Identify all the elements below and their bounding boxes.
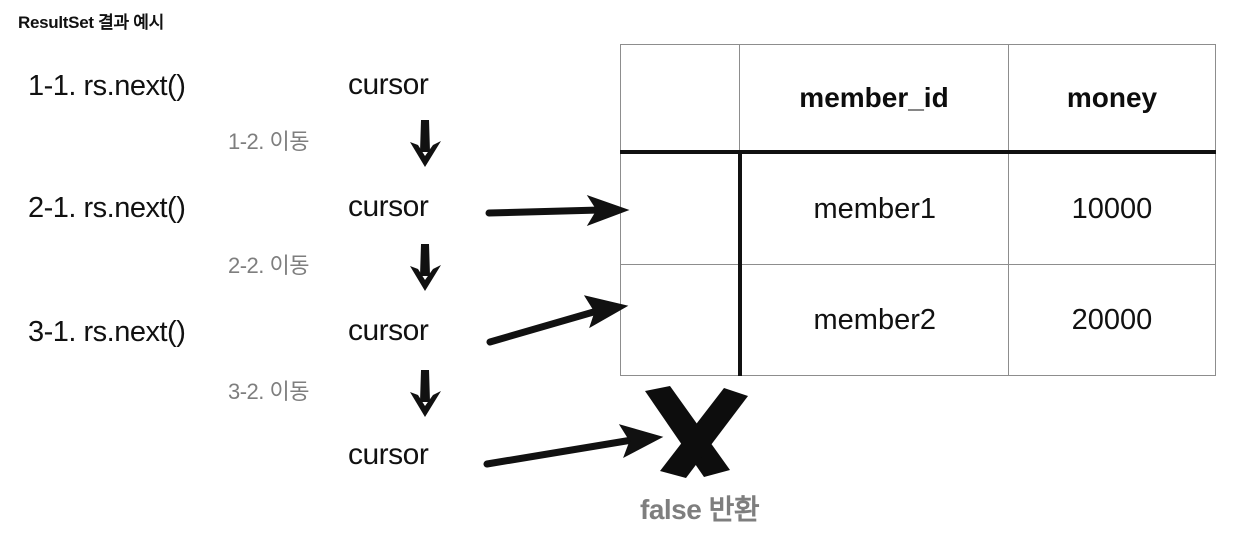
table-cell-member-id: member2: [739, 264, 1009, 376]
cursor-label-4: cursor: [348, 438, 429, 471]
x-mark-icon: [645, 386, 748, 478]
table-cell-money: 10000: [1008, 151, 1216, 265]
table-cell-cursor-slot: [620, 264, 742, 376]
down-arrow-icon-2: [410, 244, 441, 291]
step-label-2-1: 2-1. rs.next(): [28, 192, 186, 224]
step-label-1-1: 1-1. rs.next(): [28, 70, 186, 102]
table-header-row: member_id money: [620, 44, 1216, 154]
cursor-label-1: cursor: [348, 68, 429, 101]
table-row: member1 10000: [620, 151, 1216, 265]
table-header-member-id: member_id: [739, 44, 1009, 154]
move-label-2-2: 2-2. 이동: [228, 253, 310, 278]
down-arrow-icon-3: [410, 370, 441, 417]
table-cell-money: 20000: [1008, 264, 1216, 376]
cursor-label-3: cursor: [348, 314, 429, 347]
move-label-3-2: 3-2. 이동: [228, 379, 310, 404]
false-return-caption: false 반환: [640, 494, 760, 525]
flow-arrow-to-row-1: [485, 195, 630, 226]
step-label-3-1: 3-1. rs.next(): [28, 316, 186, 348]
table-cell-member-id: member1: [739, 151, 1009, 265]
table-cell-cursor-slot: [620, 151, 742, 265]
table-header-cursor-col: [620, 44, 740, 154]
page-title: ResultSet 결과 예시: [18, 13, 164, 32]
table-row: member2 20000: [620, 264, 1216, 376]
cursor-label-2: cursor: [348, 190, 429, 223]
flow-arrow-to-x-mark: [483, 424, 664, 468]
table-header-money: money: [1008, 44, 1216, 154]
move-label-1-2: 1-2. 이동: [228, 129, 310, 154]
down-arrow-icon-1: [410, 120, 441, 167]
flow-arrow-to-row-2: [486, 295, 629, 346]
resultset-table: member_id money member1 10000 member2 20…: [620, 44, 1216, 376]
